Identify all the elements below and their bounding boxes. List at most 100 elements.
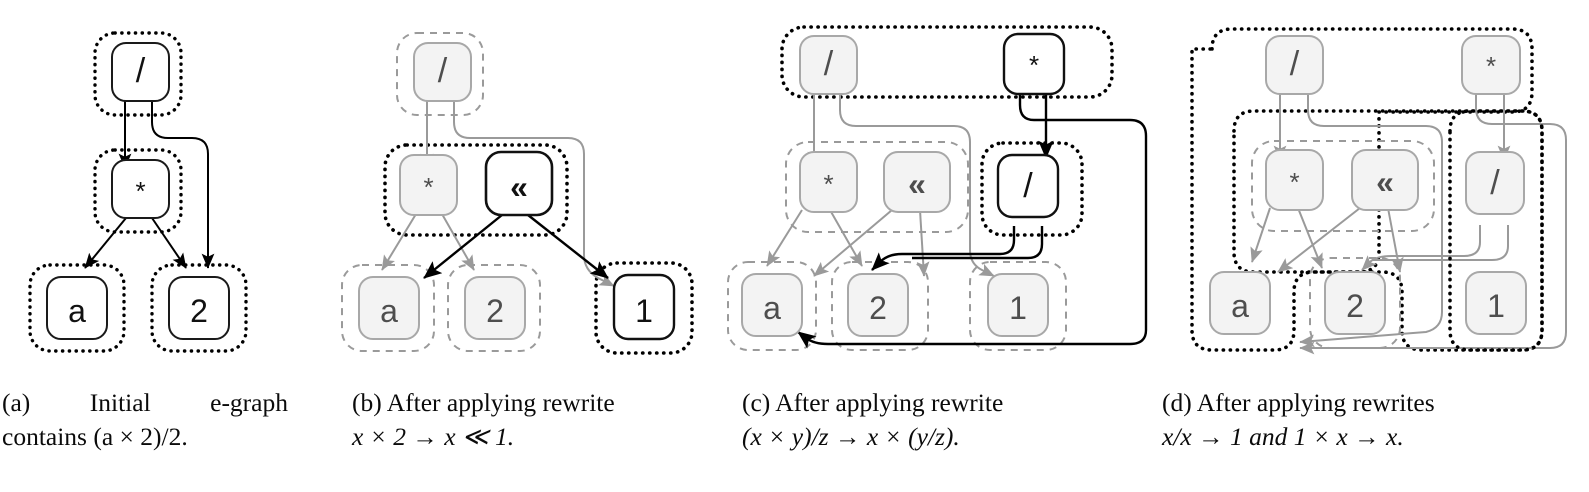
node-shl[interactable]: « [1351,149,1419,211]
node-shl[interactable]: « [883,151,951,213]
edge-mul2-to-div2 [1018,88,1038,122]
eclass-1 [969,261,1067,351]
node-div2[interactable]: / [1465,151,1525,215]
node-2[interactable]: 2 [168,276,230,340]
node-shl[interactable]: « [484,150,554,217]
node-div2[interactable]: / [996,153,1060,219]
svg-text:1: 1 [1487,288,1505,324]
svg-text:*: * [1486,51,1496,81]
node-1[interactable]: 1 [612,273,676,341]
svg-text:/: / [438,52,448,90]
svg-text:/: / [136,52,146,90]
panel-d: / * * « / [1162,0,1589,492]
caption-c-line2: (x × y)/z → x × (y/z). [742,421,960,451]
edge-div-to-1class [839,92,995,277]
svg-text:1: 1 [1009,290,1027,326]
svg-text:/: / [1023,167,1033,205]
node-a[interactable]: a [1209,271,1271,335]
eclass-root-div-mul [780,25,1114,99]
svg-text:/: / [1490,164,1500,202]
edge-mul-to-2 [441,213,475,271]
caption-c: (c) After applying rewrite (x × y)/z → x… [742,386,1003,454]
eclass-div2 [980,141,1084,237]
eclass-2 [150,263,248,353]
svg-text:1: 1 [635,293,653,329]
node-mul-root[interactable]: * [1461,35,1521,95]
node-a[interactable]: a [46,276,108,340]
edge-mul-to-a [766,209,803,267]
node-a[interactable]: a [358,276,420,340]
svg-text:*: * [823,169,833,199]
node-mul-root[interactable]: * [1002,32,1066,96]
eclass-2 [447,264,541,352]
edge-mul-to-a [381,213,417,271]
caption-a-line2: contains (a × 2)/2. [2,421,188,451]
eclass-div [396,32,484,116]
svg-text:*: * [1029,50,1039,80]
edge-mul-to-a [84,217,127,269]
svg-text:2: 2 [486,293,504,329]
svg-text:*: * [423,172,433,202]
edge-mul-to-2 [1297,207,1323,269]
edge-div-to-2 [151,101,215,269]
svg-text:2: 2 [1346,288,1364,324]
edge-div2-to-2b [912,226,1044,260]
caption-d-line2: x/x → 1 and 1 × x → x. [1162,421,1404,451]
edge-div2-to-a [1372,225,1509,261]
node-a[interactable]: a [741,273,803,337]
svg-text:a: a [1231,288,1249,324]
caption-d-line1: (d) After applying rewrites [1162,388,1435,417]
panel-a-diagram: / * a 2 [0,0,352,378]
edge-shl-to-1 [527,214,609,279]
eclass-div2-one [1448,109,1544,352]
node-div[interactable]: / [799,35,858,95]
eclass-a [727,261,817,351]
panel-c-diagram: / * * « / [727,0,1162,378]
node-mul[interactable]: * [799,151,858,213]
edge-shl-to-1b [916,209,930,277]
node-2[interactable]: 2 [1324,271,1386,335]
node-2[interactable]: 2 [847,273,909,337]
node-1[interactable]: 1 [1465,271,1527,335]
node-2[interactable]: 2 [464,276,526,340]
svg-text:«: « [510,169,528,205]
caption-c-line1: (c) After applying rewrite [742,388,1004,417]
edge-shl-to-1 [1387,207,1404,273]
svg-text:/: / [1290,45,1300,83]
caption-d: (d) After applying rewrites x/x → 1 and … [1162,386,1435,454]
panel-b: / * « a 2 [341,0,742,492]
svg-text:a: a [763,290,781,326]
svg-text:«: « [1376,164,1394,200]
node-div[interactable]: / [413,42,472,102]
svg-text:*: * [1289,167,1299,197]
edge-mul-to-2 [151,217,187,269]
node-mul[interactable]: * [399,154,458,216]
eclass-a [28,263,126,353]
node-mul[interactable]: * [1265,149,1324,211]
edge-mul2-to-a [797,118,1148,349]
node-1[interactable]: 1 [987,273,1049,337]
node-mul[interactable]: * [111,159,170,219]
edge-shl-to-a [423,214,503,279]
node-div[interactable]: / [111,42,170,102]
edge-div-to-rightclass [1299,91,1443,348]
caption-b-line1: (b) After applying rewrite [352,388,615,417]
edge-div2-to-2 [871,226,1016,271]
edge-mul-to-a [1250,207,1271,263]
edge-mul-to-2 [829,209,863,267]
edge-div-to-1class [453,101,615,287]
edge-mul2-to-mid [1299,91,1567,355]
panel-b-diagram: / * « a 2 [341,0,742,378]
eclass-mul-shl [785,141,969,233]
caption-b: (b) After applying rewrite x × 2 → x ≪ 1… [352,386,615,454]
edge-shl-to-2 [1277,207,1361,273]
svg-text:«: « [908,166,926,202]
svg-text:2: 2 [869,290,887,326]
node-div[interactable]: / [1265,35,1324,95]
svg-text:2: 2 [190,293,208,329]
panel-c: / * * « / [727,0,1162,492]
